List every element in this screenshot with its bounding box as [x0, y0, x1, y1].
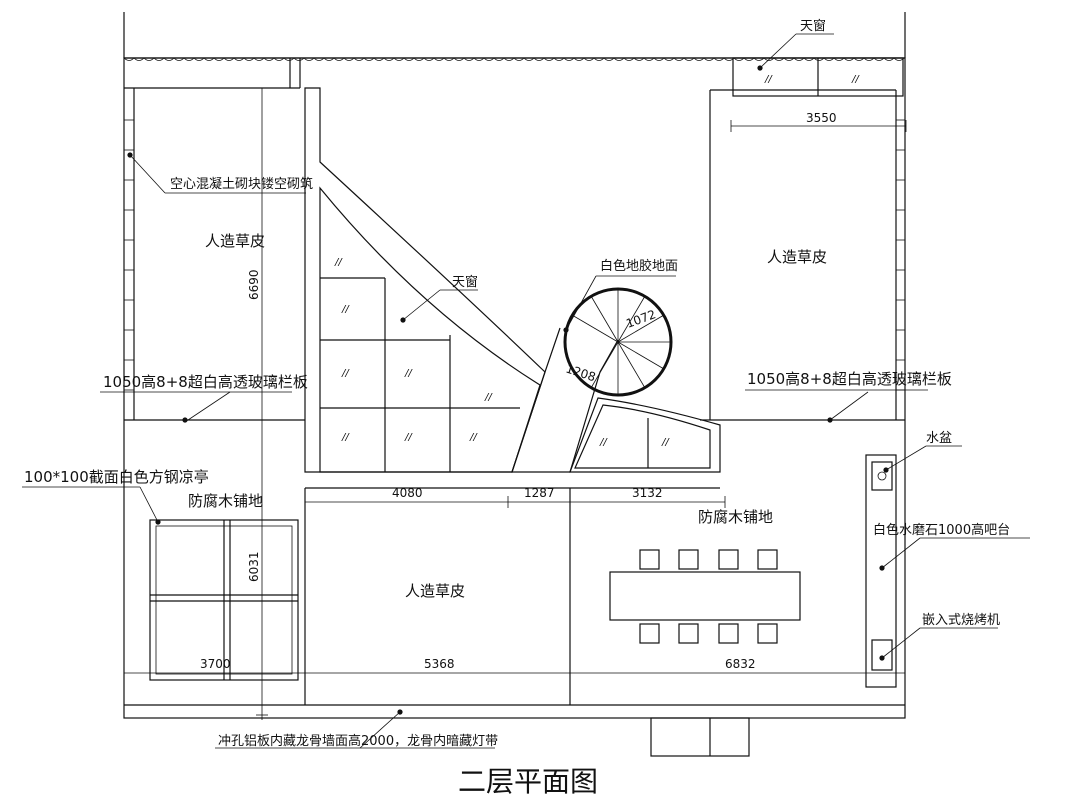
- label-hollow-block-wall: 空心混凝土砌块镂空砌筑: [170, 176, 313, 192]
- label-glass-rail-left: 1050高8+8超白高透玻璃栏板: [103, 373, 308, 391]
- spiral-stair: 1072 1208: [511, 287, 673, 473]
- dim-span-c: 3132: [632, 486, 663, 500]
- label-bbq: 嵌入式烧烤机: [922, 613, 1000, 628]
- svg-text://: //: [764, 74, 773, 85]
- ne-grass-area: [709, 89, 896, 420]
- label-sink: 水盆: [926, 431, 952, 446]
- dining-table-set: [609, 549, 801, 644]
- drawing-title: 二层平面图: [458, 765, 598, 798]
- svg-text://: //: [661, 437, 670, 448]
- dim-bottom-a: 3700: [200, 657, 231, 671]
- skylight-right-small: // //: [569, 397, 721, 473]
- lower-area-lines: [304, 487, 720, 705]
- bar-counter: [865, 454, 897, 688]
- svg-text://: //: [599, 437, 608, 448]
- svg-text://: //: [341, 304, 350, 315]
- dim-ne-width: 3550: [806, 111, 837, 125]
- left-block-wall: [124, 119, 905, 391]
- svg-text://: //: [341, 368, 350, 379]
- dim-stair-radius: 1072: [624, 307, 657, 331]
- outer-walls: [123, 57, 906, 719]
- label-glass-rail-right: 1050高8+8超白高透玻璃栏板: [747, 370, 952, 388]
- svg-text://: //: [341, 432, 350, 443]
- dim-span-b: 1287: [524, 486, 555, 500]
- svg-text://: //: [334, 257, 343, 268]
- label-wood-deck-left: 防腐木铺地: [188, 492, 263, 510]
- label-perforated-aluminum-wall: 冲孔铝板内藏龙骨墙面高2000，龙骨内暗藏灯带: [218, 733, 498, 749]
- svg-text://: //: [404, 368, 413, 379]
- top-eave: [123, 12, 906, 61]
- dim-sw-height: 6031: [247, 551, 261, 582]
- label-wood-deck-right: 防腐木铺地: [698, 508, 773, 526]
- svg-text://: //: [404, 432, 413, 443]
- label-skylight-top: 天窗: [800, 18, 826, 34]
- dim-bottom-b: 5368: [424, 657, 455, 671]
- label-grass-ne: 人造草皮: [767, 248, 827, 266]
- label-white-rubber-floor: 白色地胶地面: [600, 258, 678, 274]
- skylight-center: // // // // // // // //: [304, 87, 546, 473]
- dim-bottom-c: 6832: [725, 657, 756, 671]
- label-steel-pavilion: 100*100截面白色方钢凉亭: [24, 468, 209, 486]
- dim-span-a: 4080: [392, 486, 423, 500]
- dim-nw-height: 6690: [247, 269, 261, 300]
- svg-text://: //: [851, 74, 860, 85]
- entry-steps: [650, 717, 750, 757]
- label-terrazzo-bar: 白色水磨石1000高吧台: [873, 522, 1010, 538]
- svg-text://: //: [484, 392, 493, 403]
- leader-lines: [22, 33, 1030, 749]
- svg-text://: //: [469, 432, 478, 443]
- steel-pavilion: [149, 519, 299, 681]
- label-skylight-mid: 天窗: [452, 274, 478, 290]
- label-grass-mid: 人造草皮: [405, 582, 465, 600]
- label-grass-nw: 人造草皮: [205, 232, 265, 250]
